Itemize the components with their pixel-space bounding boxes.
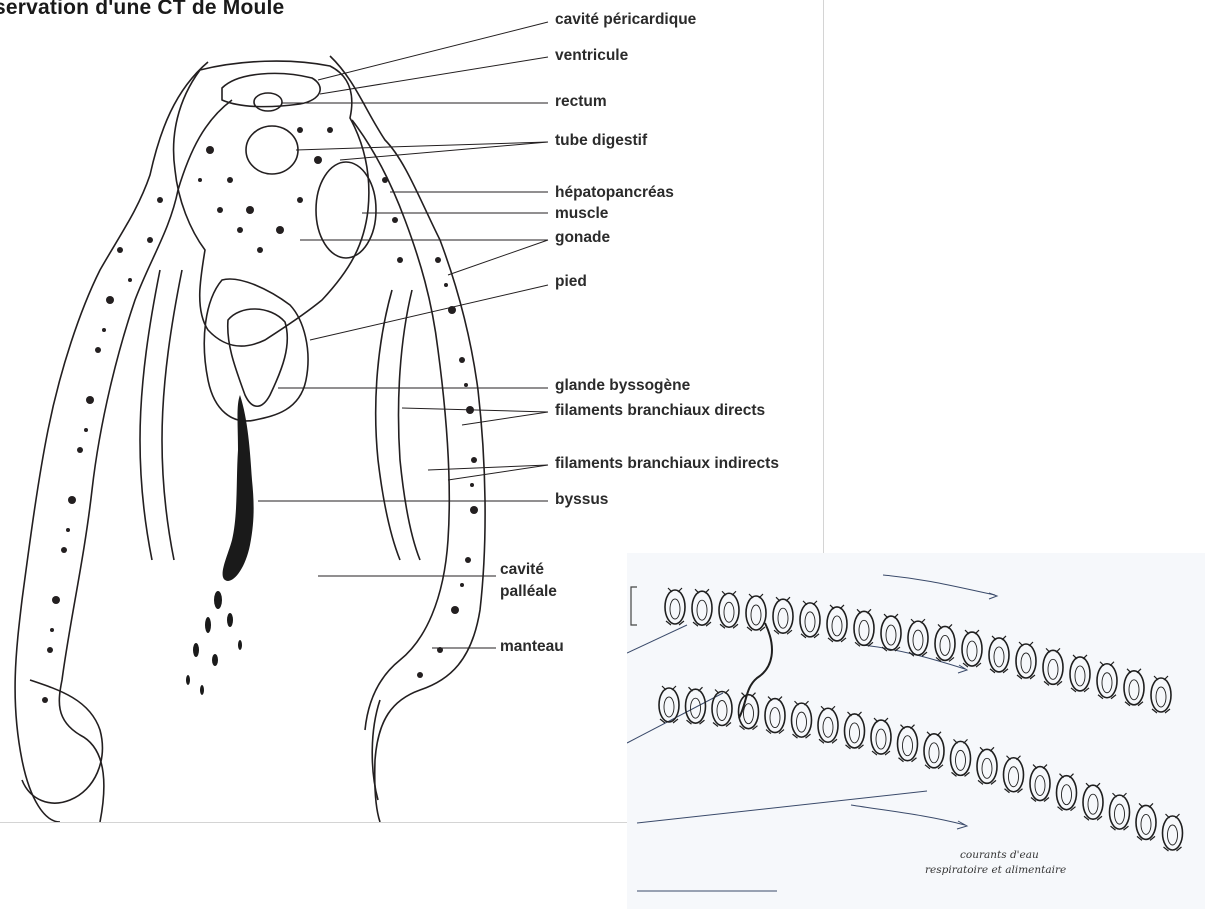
filament-row-indirect [659, 686, 1183, 851]
muscle-outline [316, 162, 376, 258]
gill-lamella-2 [399, 290, 421, 560]
gill-filament-direct [935, 624, 955, 661]
gill-filament-indirect [924, 732, 944, 769]
inset-caption-line1: courants d'eau [960, 849, 1039, 861]
gill-filament-indirect [765, 697, 785, 734]
gill-filament-direct [854, 609, 874, 646]
gill-filament-indirect [818, 706, 838, 743]
label-tube-digestif: tube digestif [555, 131, 647, 150]
label-gonade: gonade [555, 228, 610, 247]
gill-filament-indirect [898, 725, 918, 762]
gill-filament-indirect [1057, 774, 1077, 811]
inset-caption-line2: respiratoire et alimentaire [925, 864, 1066, 876]
label-pied: pied [555, 272, 587, 291]
label-rectum: rectum [555, 92, 607, 111]
gill-filament-direct [746, 594, 766, 631]
mantle-outline-right-inner [352, 120, 449, 730]
filament-row-direct [665, 588, 1171, 713]
label-manteau: manteau [500, 637, 564, 656]
label-byssus: byssus [555, 490, 608, 509]
digestive-tube-outline [246, 126, 298, 174]
gill-filament-direct [881, 614, 901, 651]
figure-title: servation d'une CT de Moule [0, 0, 284, 20]
gill-filament-indirect [686, 687, 706, 724]
gill-filament-direct [908, 619, 928, 656]
mantle-outline-left [15, 62, 208, 822]
gill-filament-direct [989, 636, 1009, 673]
label-cavite: cavité [500, 560, 544, 579]
gill-filament-indirect [951, 739, 971, 776]
gill-filament-indirect [871, 718, 891, 755]
gill-filament-direct [1043, 648, 1063, 685]
gill-filament-direct [773, 597, 793, 634]
gill-filament-direct [962, 630, 982, 667]
label-filaments-indirects: filaments branchiaux indirects [555, 454, 779, 473]
gill-filament-direct [1016, 642, 1036, 679]
byssus-shape [223, 395, 254, 581]
gill-filament-indirect [712, 689, 732, 726]
gill-filament-direct [692, 589, 712, 626]
gill-lamella-3 [140, 270, 160, 560]
gill-filament-indirect [1083, 783, 1103, 820]
label-filaments-directs: filaments branchiaux directs [555, 401, 765, 420]
gill-filament-indirect [845, 712, 865, 749]
visceral-mass-outline [174, 61, 369, 346]
gill-filament-direct [1097, 662, 1117, 699]
label-palleale: palléale [500, 582, 557, 601]
gill-filament-direct [1151, 676, 1171, 713]
gill-filament-indirect [1163, 814, 1183, 851]
byssogenous-gland-outline [228, 309, 288, 406]
label-hepatopancreas: hépatopancréas [555, 183, 674, 202]
ventricle-outline [222, 73, 320, 106]
mantle-outline-left-inner [59, 100, 232, 822]
byssus-fragments [186, 591, 242, 695]
gill-filament-indirect [1136, 803, 1156, 840]
gill-filament-direct [1070, 655, 1090, 692]
gill-filaments-inset: courants d'eau respiratoire et alimentai… [627, 553, 1205, 909]
gill-filament-indirect [977, 747, 997, 784]
gill-filament-direct [1124, 669, 1144, 706]
foot-outline [204, 279, 308, 421]
label-cavite-pericardique: cavité péricardique [555, 10, 696, 29]
label-ventricule: ventricule [555, 46, 628, 65]
gill-filament-indirect [792, 701, 812, 738]
gill-filament-indirect [1030, 765, 1050, 802]
label-glande-byssogene: glande byssogène [555, 376, 690, 395]
rectum-outline [254, 93, 282, 111]
gill-lamella-1 [376, 290, 400, 560]
gill-filament-indirect [659, 686, 679, 723]
gill-filaments-drawing [627, 553, 1205, 909]
gill-filament-direct [827, 605, 847, 642]
label-muscle: muscle [555, 204, 608, 223]
mantle-outline-right [330, 56, 485, 822]
gill-lamella-4 [162, 270, 182, 560]
bracket-mark [631, 587, 637, 625]
gill-filament-direct [800, 601, 820, 638]
gill-filament-direct [719, 591, 739, 628]
gill-filament-indirect [1004, 756, 1024, 793]
gill-filament-indirect [1110, 793, 1130, 830]
gill-filament-direct [665, 588, 685, 625]
